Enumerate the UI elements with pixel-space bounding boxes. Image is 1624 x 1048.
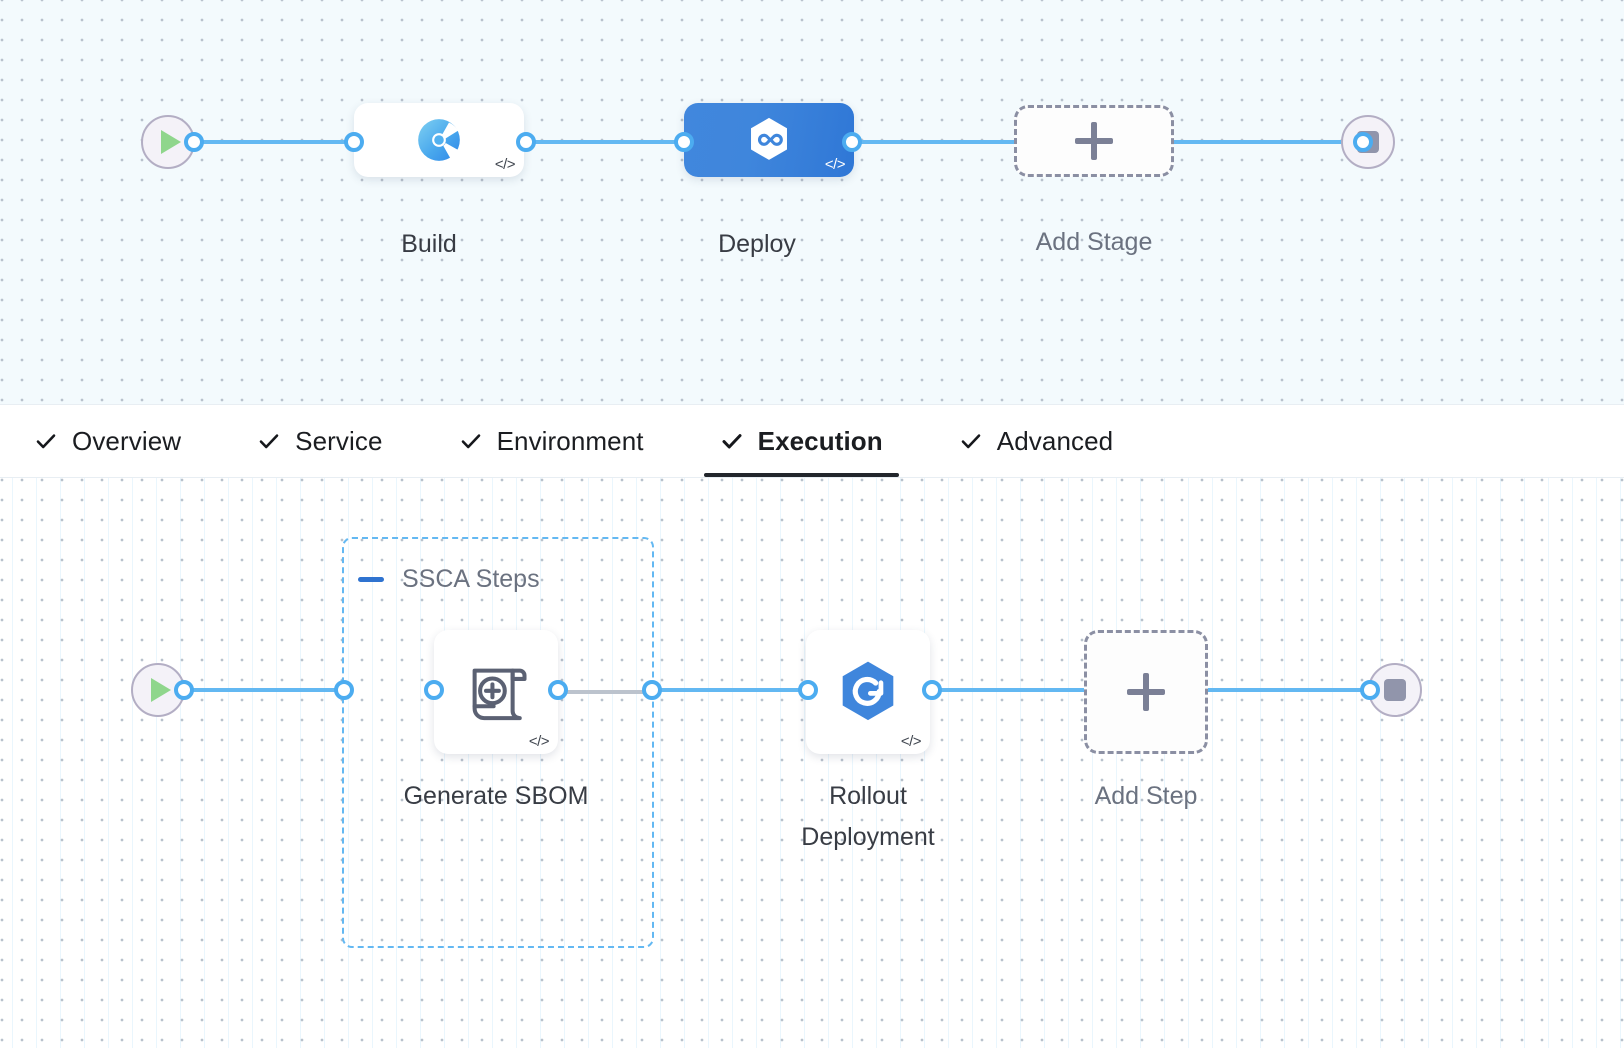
step-label-generate-sbom: Generate SBOM <box>403 782 589 810</box>
stage-start-port[interactable] <box>184 132 204 152</box>
stage-label-build: Build <box>401 230 457 258</box>
stage-label-deploy: Deploy <box>718 230 796 258</box>
step-rollout-in-port[interactable] <box>798 680 818 700</box>
harness-cd-icon <box>751 117 787 160</box>
tab-execution[interactable]: Execution <box>703 405 899 477</box>
execution-graph-canvas[interactable]: SSCA Steps <box>0 478 1624 1048</box>
step-group-ssca[interactable] <box>342 537 654 948</box>
stop-icon <box>1384 679 1406 701</box>
step-group-out-port[interactable] <box>642 680 662 700</box>
minus-icon[interactable] <box>358 577 384 582</box>
check-icon <box>36 434 56 449</box>
step-group-in-port[interactable] <box>334 680 354 700</box>
step-label-rollout-deployment: Rollout Deployment <box>801 782 935 851</box>
stage-build-out-port[interactable] <box>516 132 536 152</box>
plus-icon <box>1127 673 1165 711</box>
edge-start-to-build <box>188 140 360 144</box>
tab-service-label: Service <box>295 425 383 456</box>
tab-advanced[interactable]: Advanced <box>955 405 1117 477</box>
stage-end-port[interactable] <box>1353 132 1373 152</box>
deploy-code-badge[interactable]: </> <box>824 156 846 173</box>
step-end-node[interactable] <box>1368 663 1422 717</box>
edge-start-to-group <box>178 688 350 692</box>
step-sbom-in-port[interactable] <box>424 680 444 700</box>
build-ci-icon <box>418 119 460 161</box>
check-icon <box>961 434 981 449</box>
edge-addstep-to-end <box>1202 688 1386 692</box>
play-icon <box>151 678 171 702</box>
check-icon <box>259 434 279 449</box>
step-start-node[interactable] <box>131 663 185 717</box>
step-rollout-out-port[interactable] <box>922 680 942 700</box>
step-start-port[interactable] <box>174 680 194 700</box>
edge-group-to-rollout <box>646 688 826 692</box>
edge-deploy-to-addstage <box>846 140 1026 144</box>
sbom-scroll-plus-icon <box>472 668 527 721</box>
check-icon <box>461 434 480 449</box>
step-group-header[interactable]: SSCA Steps <box>358 565 540 594</box>
tab-advanced-label: Advanced <box>996 425 1114 456</box>
rollout-hexagon-icon <box>842 661 894 721</box>
tab-execution-label: Execution <box>757 425 883 456</box>
step-card-generate-sbom[interactable]: </> <box>434 630 558 754</box>
tab-environment[interactable]: Environment <box>455 405 648 477</box>
step-sbom-out-port[interactable] <box>548 680 568 700</box>
stage-build-in-port[interactable] <box>344 132 364 152</box>
tab-service[interactable]: Service <box>253 405 386 477</box>
stage-deploy-out-port[interactable] <box>842 132 862 152</box>
edge-rollout-to-addstep <box>922 688 1108 692</box>
plus-icon <box>1075 122 1113 160</box>
sbom-code-badge[interactable]: </> <box>528 733 550 750</box>
rollout-code-badge[interactable]: </> <box>900 733 922 750</box>
add-stage-button[interactable] <box>1014 105 1174 177</box>
step-group-title: SSCA Steps <box>402 565 540 593</box>
stage-graph-canvas[interactable]: </> Build </> Deploy Add Stage <box>0 0 1624 417</box>
tab-overview[interactable]: Overview <box>30 405 185 477</box>
add-stage-label: Add Stage <box>1035 228 1153 256</box>
stage-config-tabs: Overview Service Environment Execution A… <box>0 404 1624 478</box>
stage-card-build[interactable]: </> <box>354 103 524 177</box>
step-end-port[interactable] <box>1360 680 1380 700</box>
check-icon <box>722 434 742 449</box>
add-step-button[interactable] <box>1084 630 1208 754</box>
edge-sbom-to-group-out <box>556 690 656 694</box>
build-code-badge[interactable]: </> <box>494 156 516 173</box>
edge-addstage-to-end <box>1158 140 1358 144</box>
stage-card-deploy[interactable]: </> <box>684 103 854 177</box>
step-card-rollout-deployment[interactable]: </> <box>806 630 930 754</box>
play-icon <box>161 130 181 154</box>
edge-build-to-deploy <box>520 140 692 144</box>
stage-deploy-in-port[interactable] <box>674 132 694 152</box>
tab-environment-label: Environment <box>496 425 644 456</box>
add-step-label: Add Step <box>1094 782 1198 810</box>
tab-overview-label: Overview <box>72 425 182 456</box>
